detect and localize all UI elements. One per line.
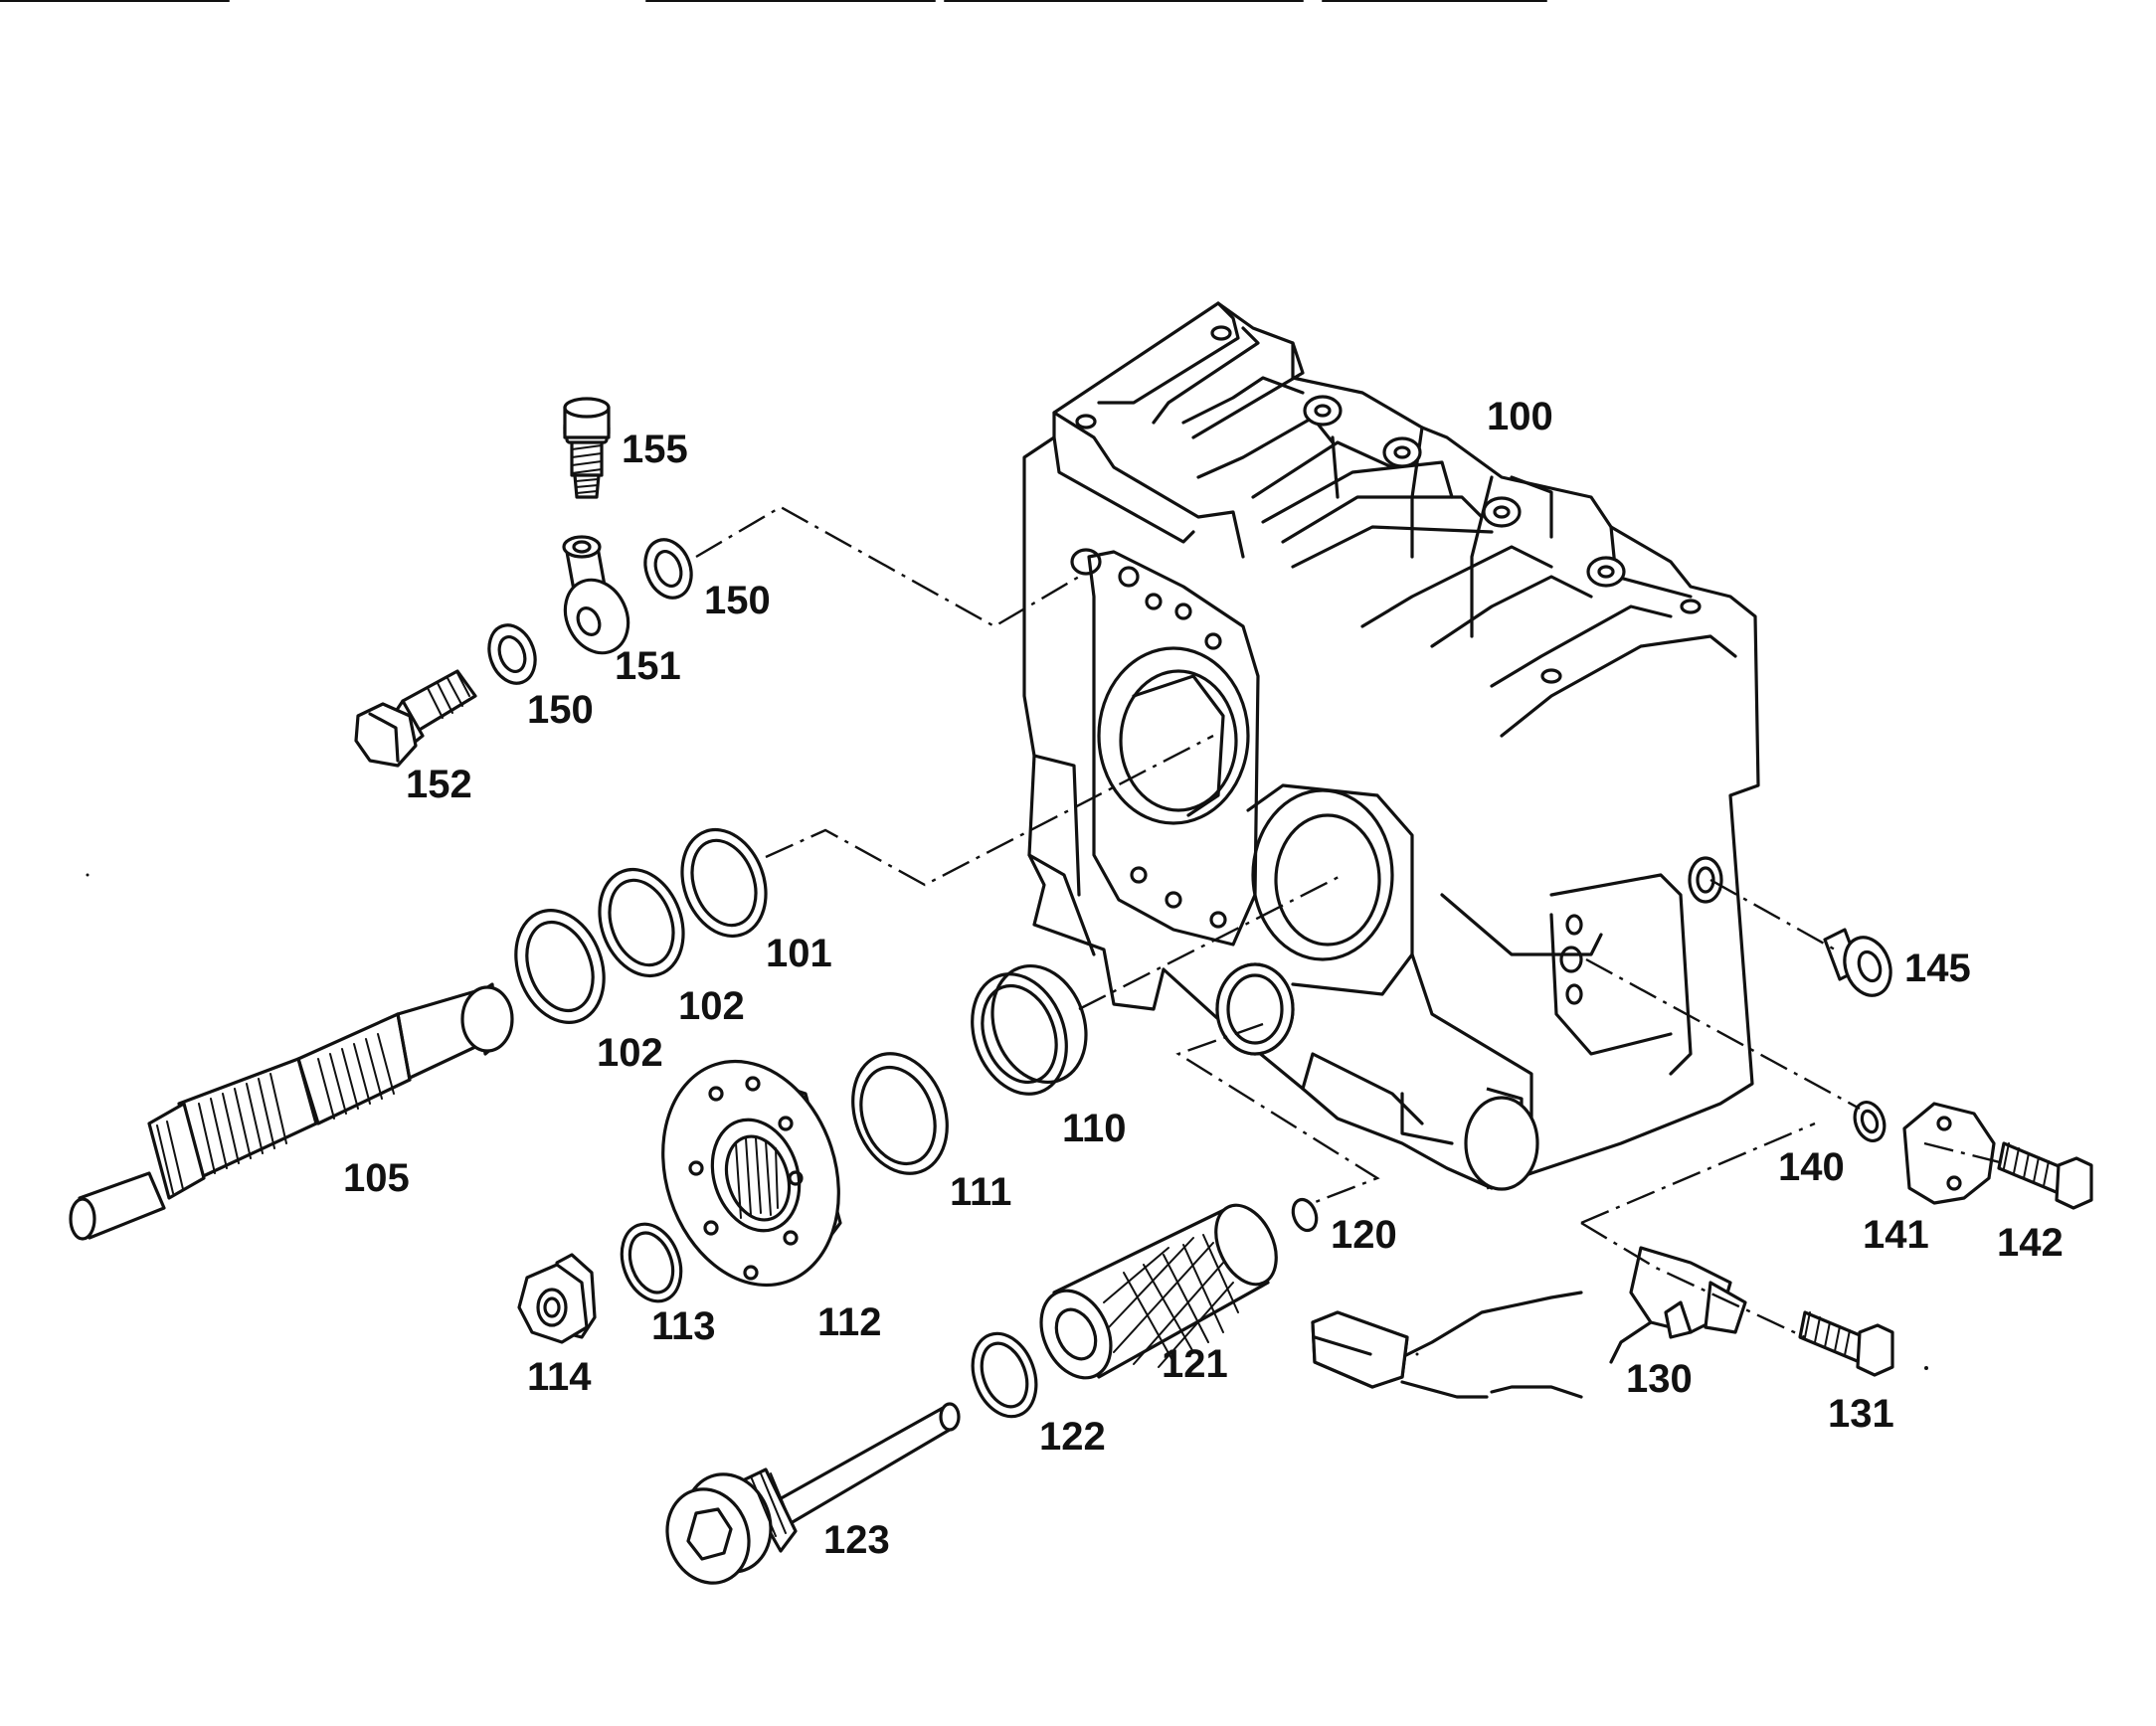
seal-ring-101: [680, 827, 768, 939]
o-ring-120: [1291, 1197, 1319, 1233]
o-ring-140: [1853, 1101, 1886, 1142]
nut-114: [517, 1253, 597, 1344]
thread-pattern-152: [427, 672, 470, 719]
callout-110: 110: [1062, 1107, 1127, 1150]
sealing-ring-150-lower: [487, 623, 537, 685]
callout-122: 122: [1039, 1415, 1106, 1459]
sealing-ring-150-upper: [643, 538, 693, 600]
connector-130: [1311, 1310, 1409, 1389]
callout-131: 131: [1828, 1392, 1894, 1436]
bolt-131: [1798, 1310, 1894, 1377]
callout-100: 100: [1487, 395, 1553, 438]
callout-150-lower: 150: [527, 688, 594, 732]
callout-141: 141: [1863, 1213, 1929, 1257]
filter-121: [1039, 1203, 1278, 1380]
assembly-center-lines: [695, 505, 2005, 1339]
o-ring-122: [971, 1331, 1038, 1419]
shim-ring-102-b: [514, 909, 606, 1024]
thread-pattern-142: [2003, 1142, 2050, 1187]
screw-plug-123: [665, 1402, 961, 1585]
speck: [1924, 1366, 1928, 1370]
callout-114: 114: [527, 1355, 592, 1399]
callout-120: 120: [1331, 1213, 1397, 1257]
banjo-bolt-152: [354, 669, 477, 768]
callout-130: 130: [1626, 1357, 1693, 1401]
callout-111: 111: [950, 1170, 1011, 1214]
seal-111: [851, 1052, 949, 1175]
cover-plate-141: [1902, 1102, 1996, 1205]
callout-145: 145: [1904, 947, 1971, 990]
spline-pattern: [156, 1033, 395, 1194]
speck: [1415, 1352, 1419, 1356]
callout-123: 123: [823, 1518, 890, 1562]
thread-pattern-155: [571, 444, 603, 474]
callout-113: 113: [651, 1304, 716, 1348]
callout-150-upper: 150: [704, 579, 771, 622]
bearing-110: [971, 963, 1088, 1096]
speck: [86, 873, 90, 877]
o-ring-113: [620, 1222, 683, 1303]
plug-145: [1823, 928, 1892, 997]
callout-112: 112: [817, 1300, 882, 1344]
coupling-ring: [1215, 962, 1295, 1056]
callout-142: 142: [1997, 1221, 2064, 1265]
thread-pattern-155b: [575, 478, 599, 494]
callout-102-a: 102: [678, 984, 745, 1028]
callout-102-b: 102: [597, 1031, 663, 1075]
callout-labels: 100 101 102 102 105 110 111 112 113 114 …: [343, 395, 2064, 1562]
callout-101: 101: [766, 932, 832, 975]
callout-105: 105: [343, 1156, 410, 1200]
housing-100: [1022, 301, 1760, 1191]
shaft-105: [69, 982, 514, 1241]
shim-ring-102-a: [598, 867, 685, 978]
mesh-pattern: [1103, 1234, 1239, 1368]
spline-bore-pattern: [735, 1137, 779, 1219]
thread-pattern: [1804, 1311, 1851, 1356]
callout-151: 151: [615, 644, 681, 688]
callout-152: 152: [406, 763, 472, 806]
bolt-142: [1997, 1141, 2093, 1210]
flange-112: [661, 1059, 842, 1288]
breather-155: [563, 397, 611, 499]
knurl-pattern: [750, 1472, 794, 1537]
callout-140: 140: [1778, 1145, 1845, 1189]
banjo-fitting-151: [562, 535, 630, 655]
callout-121: 121: [1162, 1342, 1228, 1386]
callout-155: 155: [622, 428, 688, 471]
